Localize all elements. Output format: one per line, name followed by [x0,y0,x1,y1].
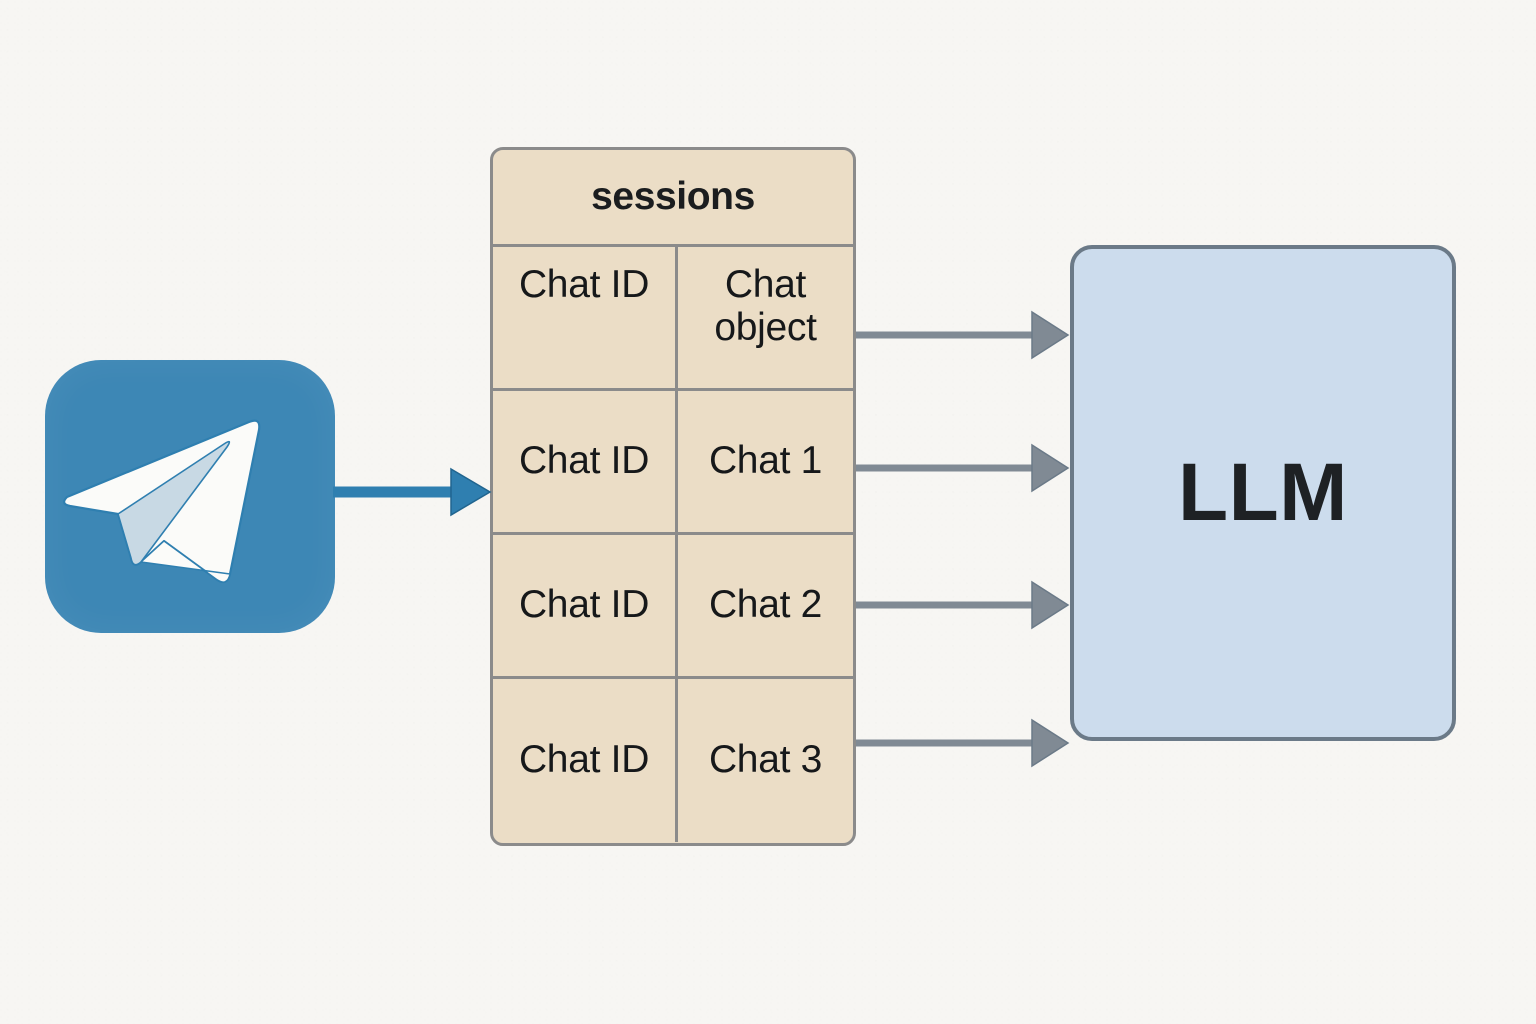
row-4-to-llm-arrow [856,718,1070,768]
table-row[interactable]: Chat ID Chat 3 [493,679,853,842]
row-2-to-llm-arrow [856,443,1070,493]
table-cell-key: Chat ID [493,679,678,842]
sessions-table: sessions Chat ID Chat object Chat ID Cha… [490,147,856,846]
table-cell-value: Chat object [714,263,817,349]
table-row[interactable]: Chat ID Chat object [493,247,853,391]
sessions-table-title: sessions [591,175,755,218]
llm-box[interactable]: LLM [1070,245,1456,741]
sessions-table-header: sessions [493,150,853,247]
telegram-to-sessions-arrow [333,467,492,517]
table-row[interactable]: Chat ID Chat 1 [493,391,853,535]
table-cell-key: Chat ID [493,391,678,532]
table-cell-key: Chat ID [493,535,678,676]
row-1-to-llm-arrow [856,310,1070,360]
table-cell-value: Chat 2 [708,583,823,627]
telegram-logo[interactable] [45,360,335,633]
table-cell-value: Chat 3 [708,738,823,782]
table-cell-key: Chat ID [493,247,678,388]
table-row[interactable]: Chat ID Chat 2 [493,535,853,679]
llm-label: LLM [1178,447,1348,538]
table-cell-value: Chat 1 [708,439,823,483]
telegram-paper-plane-icon [63,419,261,584]
row-3-to-llm-arrow [856,580,1070,630]
